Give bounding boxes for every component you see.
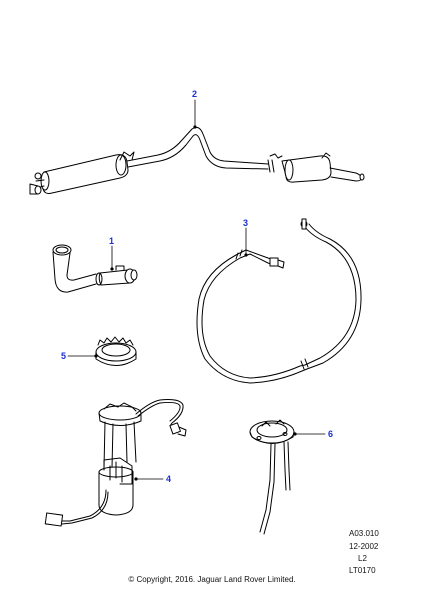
reference-date: 12-2002 bbox=[349, 542, 379, 551]
callout-3[interactable]: 3 bbox=[243, 218, 249, 228]
exhaust-system-part bbox=[29, 126, 365, 195]
level-sender-part bbox=[249, 419, 295, 535]
leader-lines bbox=[67, 99, 326, 481]
callout-1[interactable]: 1 bbox=[109, 236, 115, 246]
callout-5[interactable]: 5 bbox=[61, 351, 67, 361]
callout-6[interactable]: 6 bbox=[328, 429, 334, 439]
filler-pipe-part bbox=[52, 244, 138, 293]
fuel-pump-part bbox=[44, 399, 187, 527]
illustration-id: LT0170 bbox=[349, 566, 376, 575]
fuel-line-part bbox=[196, 218, 362, 384]
locking-ring-part bbox=[95, 336, 137, 366]
callout-4[interactable]: 4 bbox=[166, 474, 172, 484]
reference-level: L2 bbox=[358, 554, 367, 563]
reference-code: A03.010 bbox=[349, 529, 379, 538]
copyright-notice: © Copyright, 2016. Jaguar Land Rover Lim… bbox=[128, 575, 296, 584]
callout-2[interactable]: 2 bbox=[192, 89, 198, 99]
